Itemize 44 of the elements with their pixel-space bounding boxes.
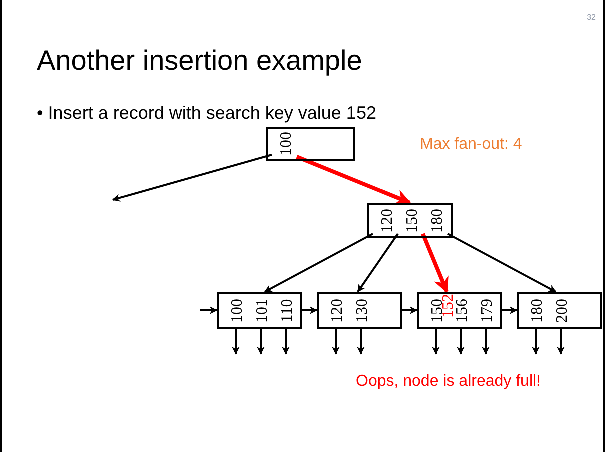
- warning-text: Oops, node is already full!: [356, 372, 541, 392]
- arrow: [296, 155, 412, 205]
- arrow: [357, 329, 365, 355]
- key-value: 156: [455, 298, 471, 322]
- arrow: [112, 154, 272, 202]
- arrow: [264, 233, 374, 293]
- arrow: [200, 306, 218, 314]
- arrow: [257, 329, 265, 355]
- key-value: 200: [555, 298, 571, 322]
- key-value: 179: [480, 298, 496, 322]
- key-value: 100: [230, 298, 246, 322]
- key-value: 101: [255, 298, 271, 322]
- arrow: [432, 329, 440, 355]
- note-text: Max fan-out: 4: [420, 135, 522, 155]
- arrow: [282, 329, 290, 355]
- key-value: 110: [280, 298, 296, 322]
- arrow: [502, 306, 518, 314]
- key-value: 150: [405, 208, 421, 232]
- arrow: [302, 306, 318, 314]
- arrow: [421, 233, 449, 294]
- arrow: [557, 329, 565, 355]
- arrow: [232, 329, 240, 355]
- tree-node-box: [417, 292, 502, 329]
- key-value: 130: [355, 298, 371, 322]
- tree-node-box: [367, 203, 453, 238]
- arrow: [402, 306, 418, 314]
- key-value: 100: [279, 132, 295, 156]
- key-value: 180: [430, 208, 446, 232]
- arrow: [357, 233, 399, 293]
- arrow: [448, 233, 557, 293]
- arrow: [457, 329, 465, 355]
- arrow: [482, 329, 490, 355]
- slide-title: Another insertion example: [37, 44, 362, 78]
- tree-node-box: [266, 127, 355, 161]
- tree-node-box: [217, 292, 302, 329]
- arrow: [332, 329, 340, 355]
- tree-node-box: [317, 292, 402, 329]
- key-value: 180: [530, 298, 546, 322]
- page-number: 32: [587, 12, 596, 24]
- arrow: [532, 329, 540, 355]
- tree-node-box: [517, 292, 602, 329]
- key-value: 120: [380, 208, 396, 232]
- bullet-text: • Insert a record with search key value 152: [37, 102, 376, 124]
- key-value: 120: [330, 298, 346, 322]
